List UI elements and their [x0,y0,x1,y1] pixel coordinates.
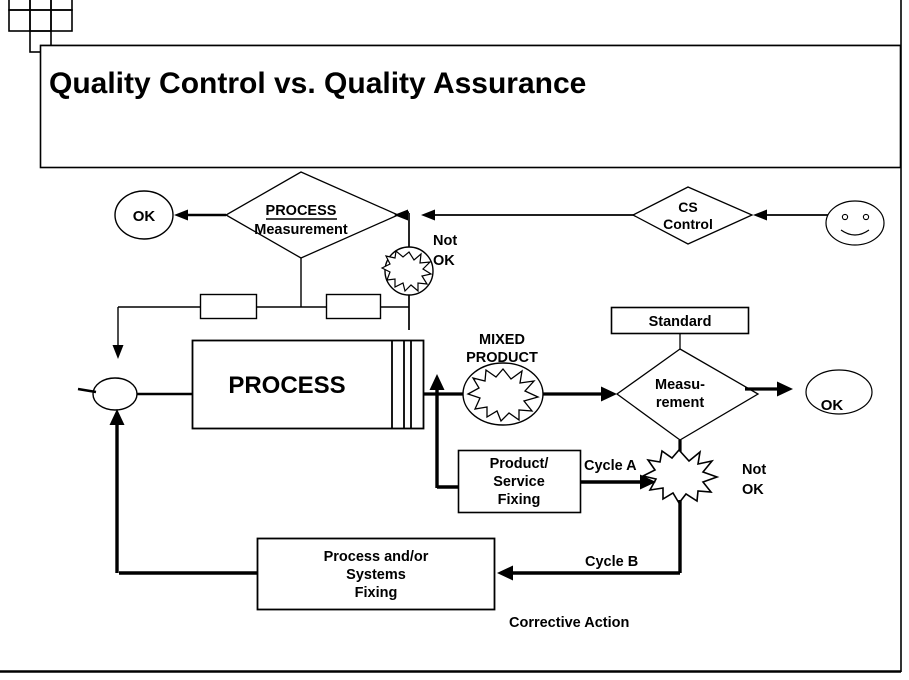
node-process-measurement: PROCESS Measurement [224,171,400,259]
title-box [39,44,902,169]
smiley-left-eye [841,213,849,221]
edge-cycle-a: Cycle A [580,458,656,490]
node-ok-top-label: OK [133,208,156,225]
node-process-systems-fixing-line2: Systems [346,567,406,583]
label-not-ok-bottom-line1: Not [742,462,766,478]
edge-measurement-to-ok-right [745,381,793,397]
label-not-ok-top-line1: Not [433,233,457,249]
node-process-systems-fixing-line3: Fixing [355,585,398,601]
edge-fixing-to-mixed-product [429,374,458,489]
label-not-ok-bottom-line2: OK [742,482,764,498]
page-title: Quality Control vs. Quality Assurance [49,67,586,100]
node-cs-control: CS Control [631,186,754,245]
label-mixed-product: MIXED PRODUCT [466,332,538,366]
node-gauge-right [325,293,382,320]
label-not-ok-top: Not OK [433,233,457,269]
edge-cycle-a-label: Cycle A [584,458,637,474]
edge-measurement-to-ok [174,209,226,221]
decorative-square-cluster-logo [8,0,73,53]
node-burst-bottom [640,448,720,505]
edge-cycle-b: Cycle B [497,500,682,581]
node-ok-right-label: OK [821,397,844,414]
edge-gauge-to-input [112,307,124,359]
node-measurement: Measu- rement [615,348,760,441]
node-process-measurement-label-1: PROCESS [266,203,337,219]
node-process-systems-fixing-line1: Process and/or [324,549,429,565]
node-burst-top [380,246,434,296]
node-input [77,377,138,411]
node-customer-smiley [825,200,885,246]
node-measurement-label-1: Measu- [655,377,705,393]
node-ok-top: OK [114,190,174,240]
node-process-label: PROCESS [228,372,345,399]
node-product-service-fixing-line3: Fixing [498,492,541,508]
edge-cycle-b-label: Cycle B [585,554,638,570]
label-mixed-product-line1: MIXED [479,332,525,348]
node-standard-label: Standard [649,314,712,330]
node-process: PROCESS [191,339,425,430]
annotation-corrective-action: Corrective Action [509,615,629,631]
node-product-service-fixing: Product/ Service Fixing [457,449,582,514]
node-cs-control-label-2: Control [663,216,713,232]
node-process-systems-fixing: Process and/or Systems Fixing [256,537,496,611]
smiley-mouth [840,229,870,236]
label-not-ok-bottom: Not OK [742,462,766,498]
node-product-service-fixing-line1: Product/ [490,456,549,472]
label-not-ok-top-line2: OK [433,253,455,269]
node-ok-right: OK [805,369,873,415]
node-standard: Standard [610,306,750,335]
label-mixed-product-line2: PRODUCT [466,350,538,366]
node-process-measurement-label-2: Measurement [254,222,348,238]
node-measurement-label-2: rement [656,395,705,411]
edge-cs-control-to-riser [421,209,634,221]
edge-mixed-product-to-measurement [543,386,617,402]
node-mixed-product [462,362,544,426]
edge-customer-to-cs-control [753,209,828,221]
node-cs-control-label-1: CS [678,199,697,215]
edge-systems-fixing-to-input [109,409,257,575]
smiley-right-eye [862,213,870,221]
node-product-service-fixing-line2: Service [493,474,545,490]
node-gauge-left [199,293,258,320]
